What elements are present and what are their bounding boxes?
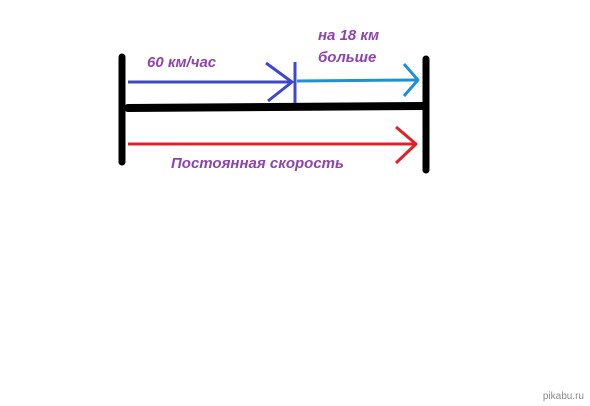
speed-label: 60 км/час — [147, 54, 217, 71]
road-line — [124, 102, 428, 112]
extra-distance-label-line1: на 18 км — [318, 27, 379, 44]
extra-arrow-head — [402, 63, 420, 97]
constant-arrow-head — [394, 125, 418, 165]
constant-speed-label: Постоянная скорость — [171, 155, 344, 172]
slow-arrow-head — [265, 61, 294, 103]
extra-distance-label-line2: больше — [318, 49, 376, 66]
extra-arrow-shaft — [296, 78, 419, 83]
watermark: pikabu.ru — [542, 391, 584, 402]
